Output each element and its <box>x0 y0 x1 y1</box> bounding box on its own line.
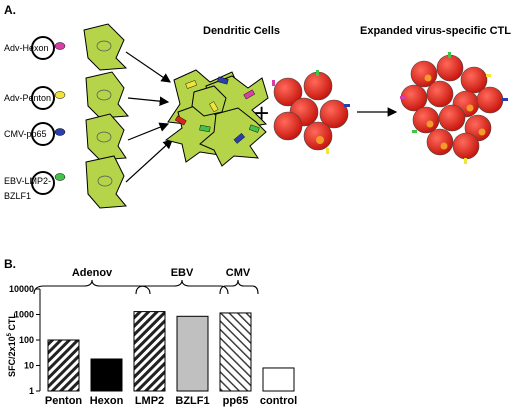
y-axis-label: SFC/2x105 CTL <box>7 313 17 377</box>
vector-ebv-lmp2-bzlf1: EBV-LMP2- BZLF1 <box>4 171 66 201</box>
bar-lmp2 <box>133 311 166 392</box>
panel-b-label: B. <box>4 257 16 271</box>
vector-label-adv-hexon: Adv-Hexon <box>4 43 49 53</box>
dendritic-cell-cluster <box>164 69 269 167</box>
vector-label-cmv-pp65: CMV-pp65 <box>4 129 47 139</box>
y-axis-ticks: 1 10 100 1000 10000 <box>9 284 40 396</box>
cell-transduced-2 <box>85 71 130 119</box>
bar-bzlf1 <box>176 315 209 392</box>
y-tick-label: 100 <box>19 335 34 345</box>
x-label-hexon: Hexon <box>90 395 124 407</box>
cell-transduced-3 <box>85 113 127 161</box>
vector-label-bzlf1: BZLF1 <box>4 191 31 201</box>
cell-transduced-1 <box>83 23 128 71</box>
vector-adv-hexon: Adv-Hexon <box>4 36 66 60</box>
bar-control <box>262 367 295 392</box>
group-labels: Adenov EBV CMV <box>72 267 251 279</box>
x-axis-labels: Penton Hexon LMP2 BZLF1 pp65 control <box>45 395 297 407</box>
bar-chart: SFC/2x105 CTL 1 10 100 1000 10000 Penton Hexo… <box>7 284 297 407</box>
vector-cmv-pp65: CMV-pp65 <box>4 122 66 146</box>
y-tick-label: 1 <box>29 386 34 396</box>
y-tick-label: 1000 <box>14 310 34 320</box>
panel-a-label: A. <box>4 3 16 17</box>
x-label-control: control <box>260 395 297 407</box>
dendritic-cells-title: Dendritic Cells <box>203 25 280 37</box>
group-label-ebv: EBV <box>171 267 194 279</box>
bars <box>47 311 295 392</box>
vector-label-ebv-lmp2: EBV-LMP2- <box>4 176 51 186</box>
x-label-penton: Penton <box>45 395 83 407</box>
arrows-to-dc <box>125 51 173 183</box>
bar-hexon <box>90 358 123 392</box>
y-tick-label: 10000 <box>9 284 34 294</box>
group-label-adenov: Adenov <box>72 267 113 279</box>
x-label-lmp2: LMP2 <box>135 395 164 407</box>
bar-penton <box>47 339 80 392</box>
y-tick-label: 10 <box>24 361 34 371</box>
group-braces <box>33 279 259 295</box>
t-cell-cluster-expanded <box>400 52 508 164</box>
vector-label-adv-penton: Adv-Penton <box>4 93 51 103</box>
plus-sign: + <box>254 98 269 128</box>
vector-adv-penton: Adv-Penton <box>4 86 66 110</box>
t-cell-cluster-small <box>272 70 350 154</box>
x-label-bzlf1: BZLF1 <box>175 395 209 407</box>
x-label-pp65: pp65 <box>223 395 249 407</box>
cell-transduced-4 <box>85 155 128 209</box>
ctl-title: Expanded virus-specific CTL <box>360 25 511 37</box>
group-label-cmv: CMV <box>226 267 251 279</box>
bar-pp65 <box>219 312 252 392</box>
